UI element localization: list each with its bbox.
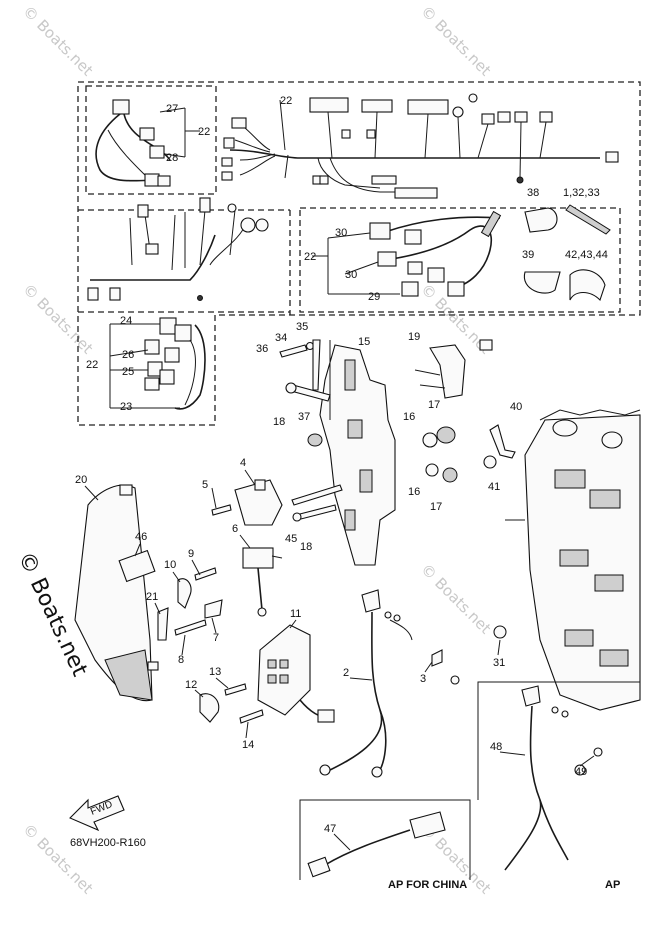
callout-16: 16 [408, 486, 420, 498]
callout-41: 41 [488, 481, 500, 493]
callout-21: 21 [146, 591, 158, 603]
callout-26: 26 [122, 349, 134, 361]
callout-45: 45 [285, 533, 297, 545]
cdi-unit-11 [257, 624, 335, 723]
callout-49: 49 [575, 766, 587, 778]
relay-4 [211, 479, 283, 526]
callout-9: 9 [188, 548, 194, 560]
bolt-31 [493, 625, 507, 639]
callout-15: 15 [358, 336, 370, 348]
harness-boundary [77, 81, 641, 426]
watermark: © Boats.net [417, 560, 495, 638]
watermark: © Boats.net [19, 280, 97, 358]
callout-37: 37 [298, 411, 310, 423]
engine-block [505, 409, 641, 711]
watermark: © Boats.net [19, 820, 97, 898]
callout-28: 28 [166, 152, 178, 164]
callout-20: 20 [75, 474, 87, 486]
callout-10: 10 [164, 559, 176, 571]
main-wire-harness [221, 93, 619, 199]
inset-box-48 [477, 681, 640, 800]
callout-36: 36 [256, 343, 268, 355]
small-parts-left [157, 567, 223, 641]
callout-24: 24 [120, 315, 132, 327]
callout-22: 22 [86, 359, 98, 371]
callout-23: 23 [120, 401, 132, 413]
connector-detail-box [299, 207, 621, 313]
clamps-38-39 [523, 204, 611, 302]
bracket-40 [483, 424, 516, 469]
bracket-fasteners [279, 339, 343, 522]
watermark: © Boats.net [417, 2, 495, 80]
sensor-47 [307, 811, 446, 878]
callout-7: 7 [213, 632, 219, 644]
callout-5: 5 [202, 479, 208, 491]
callout-2: 2 [343, 667, 349, 679]
callout-42-43-44: 42,43,44 [565, 249, 608, 261]
cover-20 [74, 484, 159, 702]
callout-22: 22 [198, 126, 210, 138]
sub-harness-27-28 [95, 99, 200, 187]
callout-39: 39 [522, 249, 534, 261]
sub-harness-box [85, 85, 217, 195]
callout-6: 6 [232, 523, 238, 535]
footer-label-right: AP [605, 879, 620, 891]
callout-17: 17 [430, 501, 442, 513]
watermark: © Boats.net [19, 2, 97, 80]
callout-31: 31 [493, 657, 505, 669]
leader-lines [84, 469, 595, 851]
callout-17: 17 [428, 399, 440, 411]
callout-27: 27 [166, 103, 178, 115]
callout-47: 47 [324, 823, 336, 835]
callout-40: 40 [510, 401, 522, 413]
callout-25: 25 [122, 366, 134, 378]
callout-18: 18 [300, 541, 312, 553]
callout-14: 14 [242, 739, 254, 751]
callout-1-32-33: 1,32,33 [563, 187, 600, 199]
callout-13: 13 [209, 666, 221, 678]
callout-38: 38 [527, 187, 539, 199]
connector-detail [312, 210, 502, 297]
callout-22: 22 [304, 251, 316, 263]
callout-16: 16 [403, 411, 415, 423]
callout-18: 18 [273, 416, 285, 428]
callout-34: 34 [275, 332, 287, 344]
callout-29: 29 [368, 291, 380, 303]
sub-harness-lower [87, 197, 269, 301]
drawing-code: 68VH200-R160 [70, 837, 146, 849]
callout-46: 46 [135, 531, 147, 543]
callout-11: 11 [290, 608, 301, 620]
callout-3: 3 [420, 673, 426, 685]
connector-holder [414, 339, 493, 399]
callout-4: 4 [240, 457, 246, 469]
fuse-holder-6 [242, 547, 283, 617]
fwd-arrow: FWD [69, 795, 125, 832]
inset-box-47 [299, 799, 471, 880]
wire-lead-2 [319, 589, 413, 778]
callout-19: 19 [408, 331, 420, 343]
wire-lead-48 [504, 685, 603, 871]
callout-12: 12 [185, 679, 197, 691]
callout-8: 8 [178, 654, 184, 666]
callout-22: 22 [280, 95, 292, 107]
grommets [422, 426, 458, 483]
electrical-bracket [319, 340, 396, 566]
callout-30: 30 [335, 227, 347, 239]
callout-35: 35 [296, 321, 308, 333]
small-parts-bottom [199, 683, 264, 724]
callout-48: 48 [490, 741, 502, 753]
ground-lead-3 [431, 649, 460, 685]
callout-30: 30 [345, 269, 357, 281]
footer-label-left: AP FOR CHINA [388, 879, 467, 891]
label-plate [118, 549, 156, 583]
relay-block [109, 317, 206, 410]
